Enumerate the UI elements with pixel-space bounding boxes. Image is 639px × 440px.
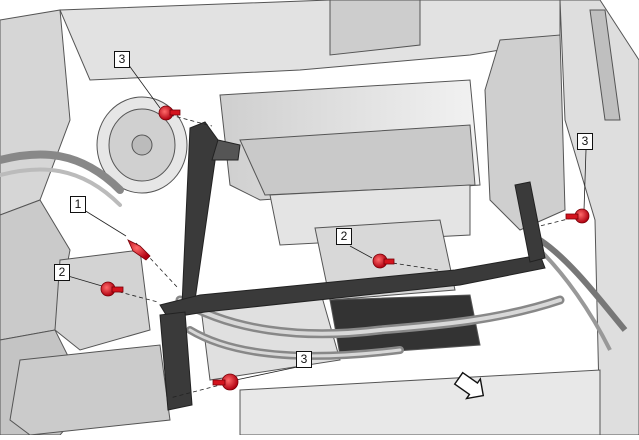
fastener-bolt-3b: [212, 373, 239, 391]
callout-2: 2: [54, 264, 70, 281]
callout-3: 3: [114, 51, 130, 68]
fastener-nut-1: [127, 239, 151, 261]
fastener-bolt-2b: [372, 253, 395, 269]
callout-3-third: 3: [577, 133, 593, 150]
leader-lines: [67, 63, 587, 381]
fasteners: [100, 105, 590, 391]
direction-arrow-icon: [453, 371, 485, 400]
bracket-frame: [159, 121, 546, 411]
fastener-bolt-3c: [565, 208, 590, 224]
hoses: [0, 150, 565, 360]
fastener-bolt-3a: [158, 105, 181, 121]
callout-2-second: 2: [336, 228, 352, 245]
fastener-bolt-2a: [100, 281, 124, 297]
callout-1: 1: [70, 196, 86, 213]
callout-3-second: 3: [296, 351, 312, 368]
